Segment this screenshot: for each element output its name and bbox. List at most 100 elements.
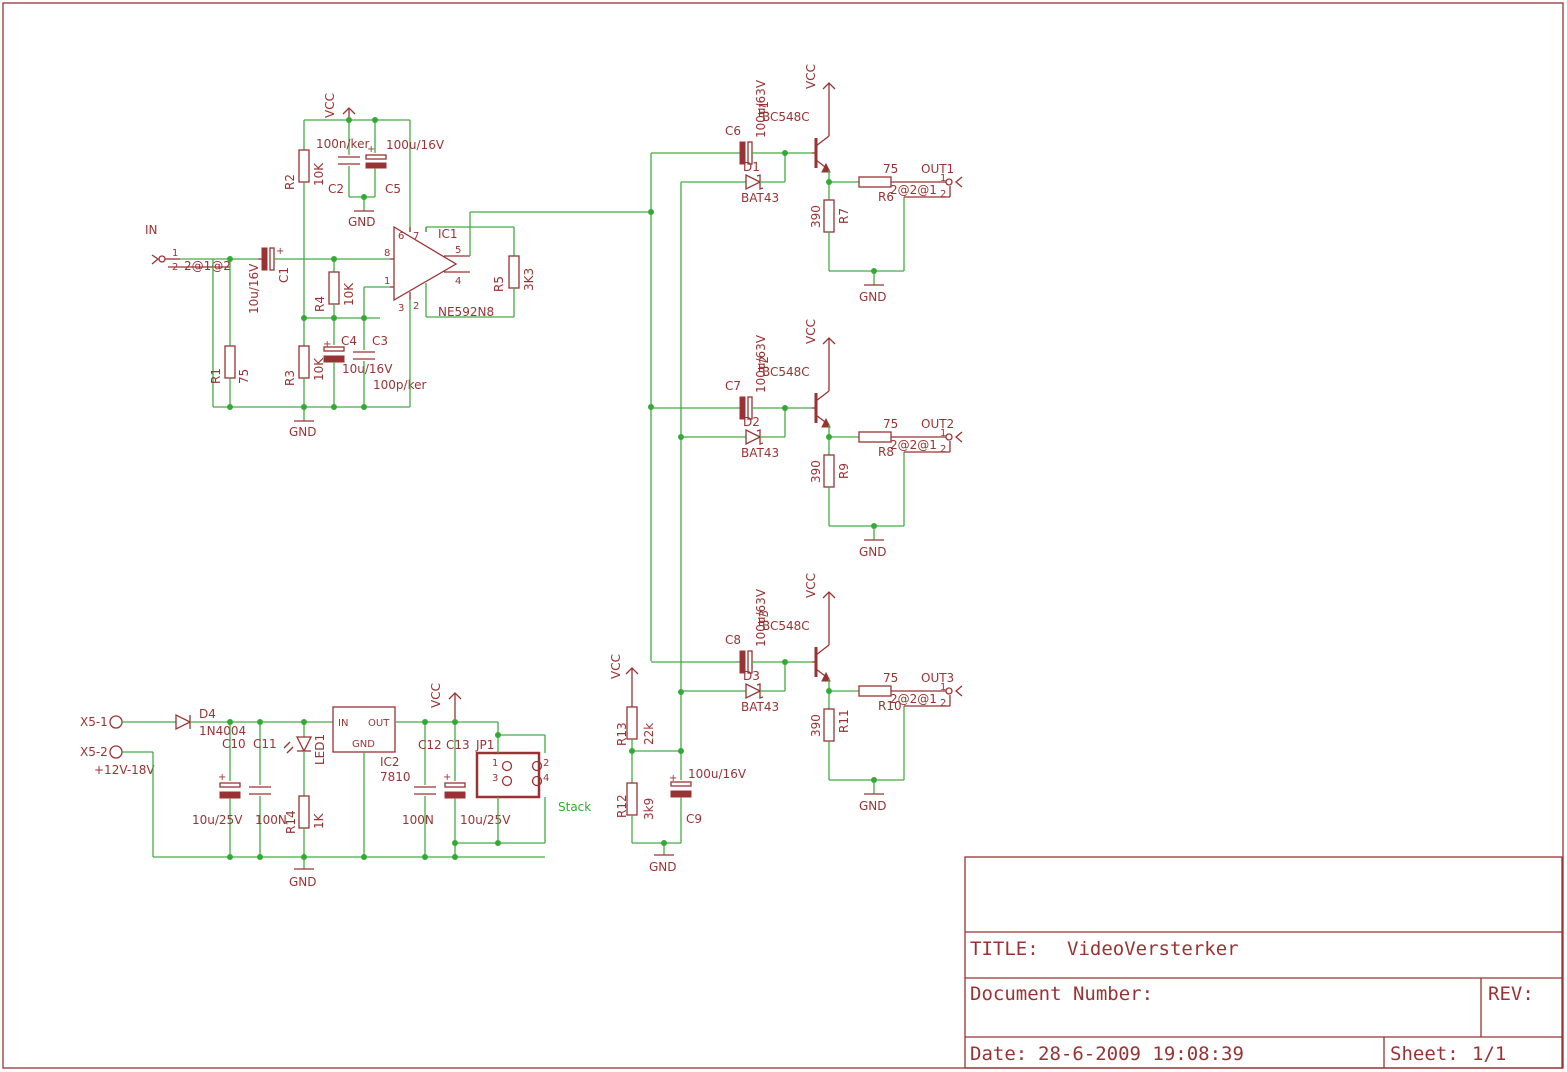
coupling-capacitor <box>739 141 746 165</box>
svg-text:100u/16V: 100u/16V <box>386 138 445 152</box>
svg-text:C11: C11 <box>253 737 277 751</box>
out-label: OUT3 <box>921 671 954 685</box>
svg-text:GND: GND <box>859 799 887 813</box>
svg-text:VCC: VCC <box>804 573 818 598</box>
svg-text:7810: 7810 <box>380 770 411 784</box>
svg-text:R5: R5 <box>492 276 506 292</box>
svg-text:NE592N8: NE592N8 <box>438 305 494 319</box>
in-connector-pins: 2@1@2 <box>184 259 231 273</box>
svg-text:GND: GND <box>859 290 887 304</box>
emitter-resistor-value: 390 <box>809 460 823 483</box>
svg-text:GND: GND <box>348 215 376 229</box>
svg-text:7: 7 <box>413 231 419 242</box>
svg-text:2: 2 <box>940 698 946 709</box>
svg-text:10u/25V: 10u/25V <box>460 813 511 827</box>
in-connector-icon <box>151 254 160 265</box>
svg-text:1N4004: 1N4004 <box>199 724 246 738</box>
svg-text:10K: 10K <box>342 282 356 306</box>
svg-text:C3: C3 <box>372 334 388 348</box>
r1-resistor <box>224 345 236 379</box>
coupling-capacitor <box>739 650 746 674</box>
svg-text:2: 2 <box>940 444 946 455</box>
emitter-resistor <box>823 199 835 233</box>
svg-text:+: + <box>367 144 375 155</box>
svg-text:D4: D4 <box>199 707 216 721</box>
title-block: TITLE: VideoVersterker Document Number: … <box>964 856 1563 1069</box>
series-resistor-name: R8 <box>878 445 894 459</box>
date-value: 28-6-2009 19:08:39 <box>1038 1043 1244 1065</box>
in-label: IN <box>145 223 158 237</box>
coupling-capacitor <box>739 396 746 420</box>
d4-diode <box>175 713 192 731</box>
bus-wires <box>648 153 684 751</box>
series-resistor-value: 75 <box>883 417 898 431</box>
r2-resistor <box>298 149 310 183</box>
series-resistor <box>858 685 892 697</box>
svg-text:1K: 1K <box>312 812 326 829</box>
svg-text:10K: 10K <box>312 357 326 381</box>
svg-text:+12V-18V: +12V-18V <box>94 763 155 777</box>
svg-text:+: + <box>323 339 331 350</box>
out-connector-pins: 2@2@1 <box>890 183 937 197</box>
svg-text:10K: 10K <box>312 162 326 186</box>
transistor-type: BC548C <box>762 110 810 124</box>
emitter-resistor-value: 390 <box>809 205 823 228</box>
sheet-value: 1/1 <box>1472 1043 1506 1065</box>
jp1-header <box>475 751 541 799</box>
svg-text:+: + <box>443 772 451 783</box>
series-resistor-name: R6 <box>878 190 894 204</box>
svg-text:VCC: VCC <box>323 93 337 118</box>
out-label: OUT1 <box>921 162 954 176</box>
capacitor-name: C8 <box>725 633 741 647</box>
svg-text:GND: GND <box>649 860 677 874</box>
svg-text:LED1: LED1 <box>313 734 327 765</box>
power-supply: X5-1 X5-2 +12V-18V D4 1N4004 + C10 10u/2… <box>80 683 591 889</box>
output-stage-3: C8 100u/63V D3 BAT43 T3 BC548C VCC R11 3… <box>651 573 963 813</box>
series-resistor-name: R10 <box>878 699 902 713</box>
out-connector-icon <box>954 176 963 188</box>
svg-text:2: 2 <box>940 189 946 200</box>
svg-text:GND: GND <box>289 425 317 439</box>
bias-network: VCC R13 22k R12 3k9 + 100u/16V C9 GND <box>609 654 747 874</box>
series-resistor-value: 75 <box>883 671 898 685</box>
svg-text:4: 4 <box>455 276 461 287</box>
diode-type: BAT43 <box>741 446 779 460</box>
capacitor-value: 100u/63V <box>754 334 768 393</box>
svg-text:22k: 22k <box>642 723 656 745</box>
title-label: TITLE: <box>970 938 1039 960</box>
rev-label: REV: <box>1488 983 1534 1005</box>
diode-name: D2 <box>743 415 760 429</box>
svg-text:2: 2 <box>543 758 549 769</box>
transistor-name: T3 <box>757 610 771 626</box>
svg-text:IN: IN <box>338 718 348 729</box>
r4-resistor <box>328 271 340 305</box>
series-resistor-value: 75 <box>883 162 898 176</box>
svg-text:C4: C4 <box>341 334 357 348</box>
series-resistor <box>858 431 892 443</box>
svg-text:VCC: VCC <box>609 654 623 679</box>
ic1-opamp <box>393 225 458 302</box>
clamp-diode <box>745 428 762 446</box>
svg-text:Stack: Stack <box>558 800 591 814</box>
emitter-resistor <box>823 454 835 488</box>
svg-text:+: + <box>218 772 226 783</box>
svg-text:1: 1 <box>172 248 178 259</box>
svg-text:VCC: VCC <box>804 319 818 344</box>
r3-resistor <box>298 345 310 379</box>
svg-text:C1: C1 <box>277 267 291 283</box>
vcc-arrow-icon <box>822 82 836 90</box>
svg-text:1: 1 <box>384 276 390 287</box>
svg-text:+: + <box>669 773 677 784</box>
svg-text:1: 1 <box>940 682 946 693</box>
svg-text:R2: R2 <box>283 174 297 190</box>
emitter-resistor-name: R7 <box>837 208 851 224</box>
led1-diode <box>295 736 313 753</box>
svg-text:1: 1 <box>492 758 498 769</box>
vcc-arrow-icon <box>822 337 836 345</box>
vcc-arrow-icon <box>822 591 836 599</box>
svg-text:GND: GND <box>352 739 375 750</box>
vcc-arrow-icon <box>625 667 639 675</box>
out-label: OUT2 <box>921 417 954 431</box>
svg-text:C10: C10 <box>222 737 246 751</box>
